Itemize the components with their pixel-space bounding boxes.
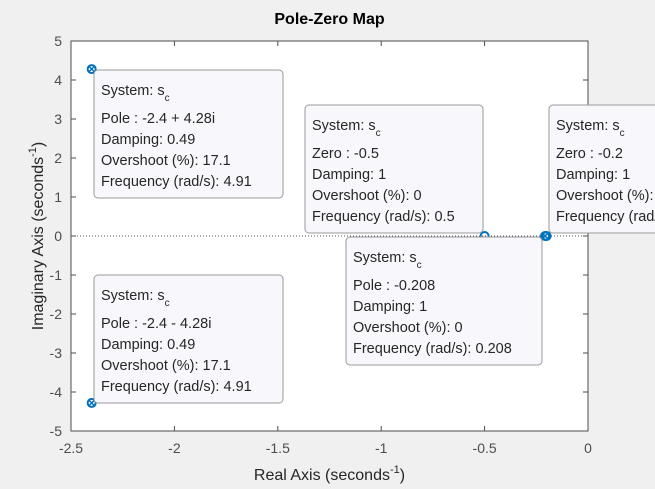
datatip-line: Zero : -0.5 [312,146,379,162]
datatip-line: Pole : -0.208 [353,278,435,294]
datatip-system: System: sc [312,118,381,139]
datatip-line: Overshoot (%): 0 [312,188,422,204]
y-tick-label: 4 [54,72,62,88]
x-tick-label: -1 [375,440,388,456]
x-axis-label: Real Axis (seconds-1) [254,464,405,484]
datatip-system: System: sc [353,250,422,271]
y-axis-label: Imaginary Axis (seconds-1) [27,142,47,331]
datatip-line: Overshoot (%): 0 [556,188,655,204]
datatip-box [304,104,484,234]
datatip-line: Damping: 1 [556,167,630,183]
datatip-line: Damping: 0.49 [101,337,195,353]
datatip-line: Frequency (rad/s): 4.91 [101,379,252,395]
y-tick-label: -3 [50,345,63,361]
y-tick-label: 2 [54,150,62,166]
y-tick-label: -1 [50,267,63,283]
datatip-line: Frequency (rad/s): 0.5 [312,209,455,225]
datatip-line: Damping: 0.49 [101,132,195,148]
datatip-line: Pole : -2.4 + 4.28i [101,111,215,127]
datatip-line: Frequency (rad/s): 4.91 [101,174,252,190]
datatip-line: Frequency (rad/s): 0.208 [353,341,512,357]
datatip-line: Overshoot (%): 17.1 [101,358,231,374]
x-tick-label: -2 [168,440,181,456]
pole-marker[interactable] [539,231,550,241]
x-tick-label: -1.5 [266,440,290,456]
datatip-box [548,104,655,234]
datatip-system: System: sc [556,118,625,139]
x-tick-label: 0 [584,440,592,456]
pole-marker[interactable] [86,64,97,75]
datatip-box [93,69,284,199]
datatip-line: Frequency (rad/s): 0.2 [556,209,655,225]
y-tick-label: 1 [54,189,62,205]
chart-title: Pole-Zero Map [274,11,384,28]
axes-box [70,40,589,432]
datatip-line: Zero : -0.2 [556,146,623,162]
pole-marker[interactable] [86,397,97,408]
y-tick-label: 0 [54,228,62,244]
datatip-system: System: sc [101,288,170,309]
datatip-line: Overshoot (%): 0 [353,320,463,336]
y-tick-label: -2 [50,306,63,322]
y-tick-label: 5 [54,33,62,49]
datatip-box [345,236,543,366]
x-tick-label: -0.5 [473,440,497,456]
y-tick-label: 3 [54,111,62,127]
y-tick-label: -4 [50,384,63,400]
pole-zero-markers[interactable] [86,64,552,408]
x-tick-label: -2.5 [59,440,83,456]
datatip-box [93,274,284,404]
datatip-system: System: sc [101,83,170,104]
tick-group: -2.5 -2 -1.5 -1 -0.5 0 -5 -4 -3 -2 -1 0 1 2 3 4 5 [50,33,593,456]
datatip-line: Damping: 1 [312,167,386,183]
datatip-line: Pole : -2.4 - 4.28i [101,316,211,332]
y-tick-label: -5 [50,423,63,439]
datatip-line: Damping: 1 [353,299,427,315]
datatip-line: Overshoot (%): 17.1 [101,153,231,169]
